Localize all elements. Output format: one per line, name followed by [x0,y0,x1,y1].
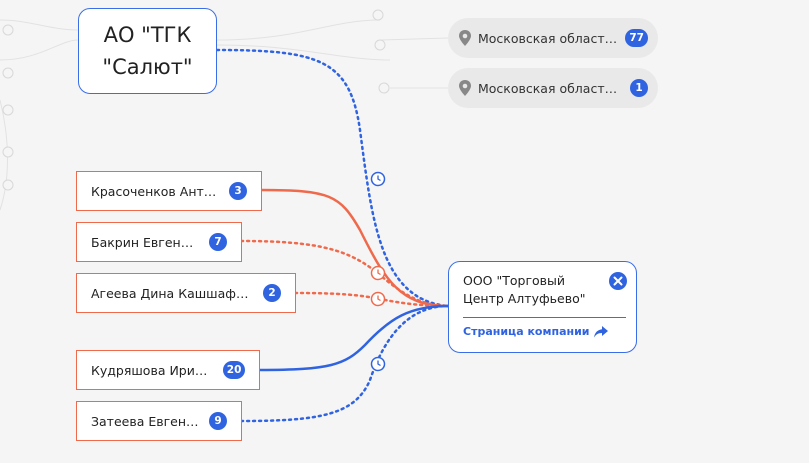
company-node-main[interactable]: АО "ТГК "Салют" [78,8,217,94]
region-label: Московская область,... [478,30,620,46]
location-pin-icon [459,30,471,46]
person-node[interactable]: Агеева Дина Кашшафовна 2 [76,273,296,313]
person-node[interactable]: Бакрин Евгений... 7 [76,222,242,262]
person-name: Агеева Дина Кашшафовна [91,285,255,301]
share-arrow-icon [593,325,608,337]
clock-icon [370,265,386,281]
company-card-title: ООО "Торговый Центр Алтуфьево" [463,273,586,306]
company-page-link[interactable]: Страница компании [463,325,608,338]
person-count-badge: 3 [229,182,247,200]
close-button[interactable] [609,272,627,290]
edge-main-company [215,48,450,308]
company-card-target[interactable]: ООО "Торговый Центр Алтуфьево" Страница … [448,261,637,353]
person-name: Затеева Евгения... [91,413,201,429]
person-name: Красоченков Антон... [91,183,221,199]
person-count-badge: 2 [263,284,281,302]
background-edges [0,19,449,211]
region-node[interactable]: Московская область,... 1 [448,68,658,108]
background-clock-icons [2,9,390,191]
person-node[interactable]: Кудряшова Ирина... 20 [76,350,260,390]
edge-person-4 [258,304,449,372]
close-icon [613,276,623,286]
company-page-link-label: Страница компании [463,325,590,338]
person-name: Бакрин Евгений... [91,234,201,250]
region-node[interactable]: Московская область,... 77 [448,18,658,58]
region-label: Московская область,... [478,80,624,96]
company-name: АО "ТГК "Салют" [102,23,193,79]
person-count-badge: 20 [223,361,245,379]
person-name: Кудряшова Ирина... [91,362,216,378]
location-pin-icon [459,80,471,96]
person-node[interactable]: Красоченков Антон... 3 [76,171,262,211]
clock-icon [370,291,386,307]
edge-person-5 [239,304,450,423]
card-divider [463,317,626,318]
person-count-badge: 7 [209,233,227,251]
person-count-badge: 9 [209,412,227,430]
region-count-badge: 1 [630,79,648,97]
clock-icon [370,171,386,187]
region-count-badge: 77 [625,29,648,47]
clock-icon [370,356,386,372]
person-node[interactable]: Затеева Евгения... 9 [76,401,242,441]
